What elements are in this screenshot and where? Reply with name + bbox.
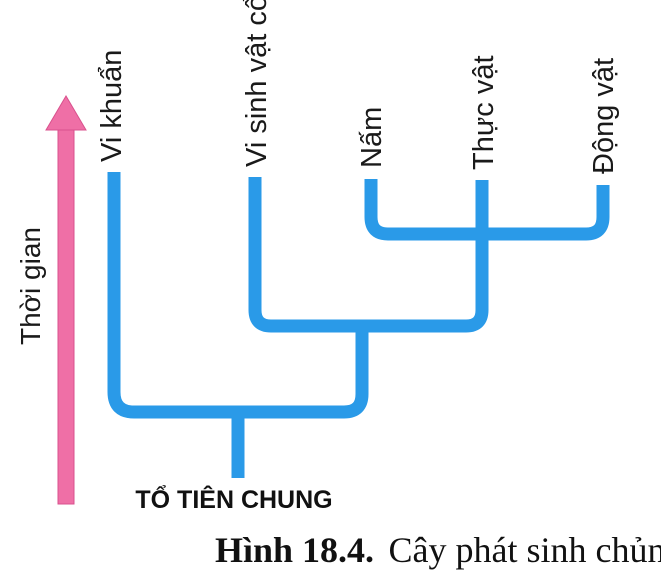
taxon-label-nam: Nấm xyxy=(356,107,388,168)
root-label: TỔ TIÊN CHUNG xyxy=(135,484,332,514)
taxon-label-dong-vat: Động vật xyxy=(588,58,620,174)
taxon-label-vi-sinh-vat-co: Vi sinh vật cổ xyxy=(241,0,273,167)
time-axis-label: Thời gian xyxy=(15,227,46,345)
time-arrow xyxy=(45,95,87,505)
tree-branches xyxy=(107,172,610,478)
taxon-label-vi-khuan: Vi khuẩn xyxy=(96,50,128,162)
taxon-label-thuc-vat: Thực vật xyxy=(468,56,500,171)
time-arrow-shaft xyxy=(57,125,75,505)
time-arrow-head xyxy=(45,95,87,131)
caption-title: Cây phát sinh chủng loại xyxy=(389,530,661,570)
figure-caption: Hình 18.4. Cây phát sinh chủng loại xyxy=(215,530,661,570)
branch-nam-dong-vat xyxy=(364,179,610,241)
caption-number: Hình 18.4. xyxy=(215,530,374,570)
branch-vi-sinh-vat-co xyxy=(248,177,489,333)
branch-vi-khuan xyxy=(107,172,369,419)
